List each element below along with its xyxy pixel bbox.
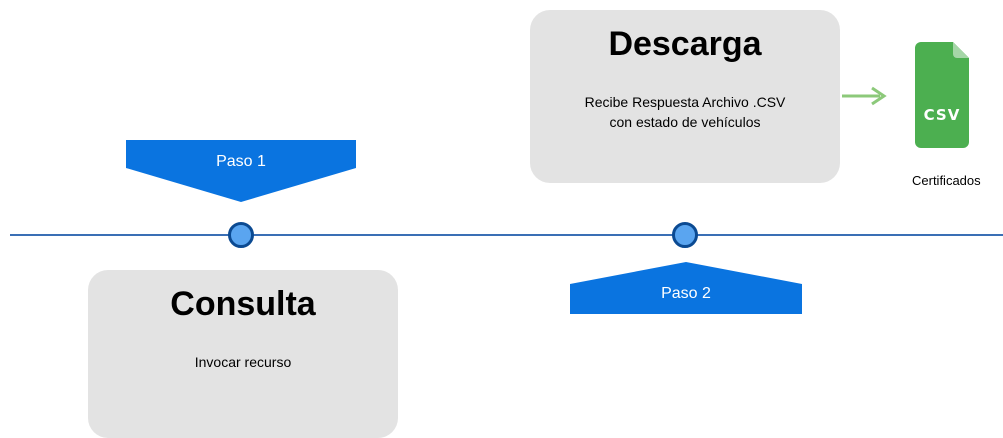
step1-label: Paso 1 [216, 153, 266, 170]
descarga-description-line1: Recibe Respuesta Archivo .CSV [584, 94, 786, 110]
csv-badge: CSV [923, 106, 961, 124]
consulta-title: Consulta [170, 285, 316, 323]
step1-marker: Paso 1 [126, 140, 356, 202]
csv-file-icon: CSV [915, 42, 969, 148]
step2-marker: Paso 2 [570, 262, 802, 314]
timeline-node-step2 [672, 222, 698, 248]
arrow-right-icon [842, 86, 887, 106]
step1-marker-shape [126, 140, 356, 202]
consulta-card: Consulta Invocar recurso [88, 270, 398, 438]
consulta-description: Invocar recurso [194, 354, 292, 370]
timeline-node-step1 [228, 222, 254, 248]
timeline-line [10, 234, 1003, 236]
file-caption: Certificados [912, 173, 981, 188]
descarga-card: Descarga Recibe Respuesta Archivo .CSV c… [530, 10, 840, 183]
descarga-title: Descarga [608, 25, 762, 63]
csv-file-icon-graphic [915, 42, 969, 148]
step2-label: Paso 2 [661, 285, 711, 302]
descarga-description-line2: con estado de vehículos [609, 114, 761, 130]
step2-marker-shape [570, 262, 802, 314]
